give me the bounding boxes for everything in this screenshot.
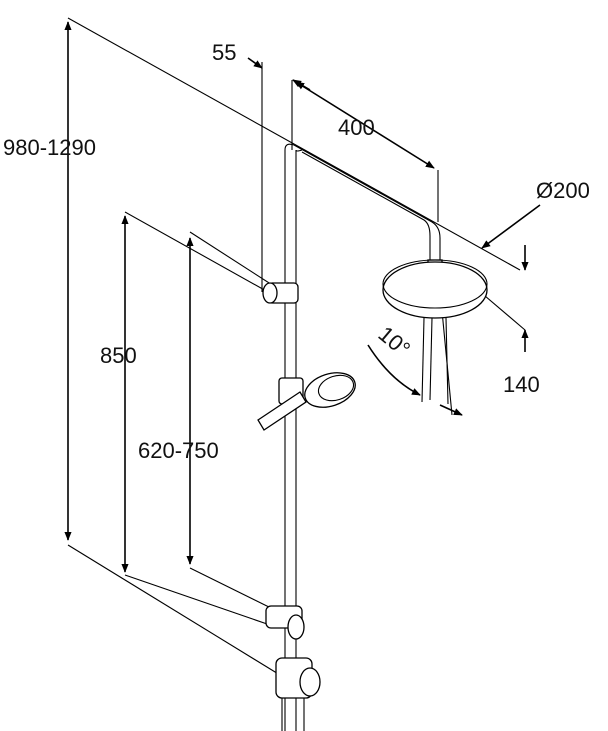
label-head-diameter: Ø200 bbox=[536, 178, 590, 203]
dim-arc-tilt bbox=[367, 344, 421, 396]
dim-line-wall-offset-2 bbox=[292, 79, 311, 91]
label-wall-offset: 55 bbox=[212, 40, 236, 65]
label-rail-height: 850 bbox=[100, 343, 137, 368]
upper-wall-bracket bbox=[262, 282, 299, 304]
hand-shower-head bbox=[304, 372, 356, 408]
label-tilt-angle: 10° bbox=[374, 321, 416, 362]
hand-shower bbox=[257, 372, 356, 431]
overhead-shower-head bbox=[382, 259, 488, 405]
head-disc bbox=[382, 261, 488, 319]
dimension-lines bbox=[64, 21, 541, 573]
label-holder-range: 620-750 bbox=[138, 438, 219, 463]
dim-line-tilt-arrow bbox=[439, 404, 463, 416]
dimension-labels: 980-1290 850 620-750 55 400 Ø200 140 10° bbox=[3, 40, 590, 463]
dim-line-wall-offset bbox=[247, 57, 263, 69]
shower-rail bbox=[284, 143, 303, 731]
dim-line-arm-reach bbox=[295, 81, 435, 169]
label-total-height: 980-1290 bbox=[3, 135, 96, 160]
hand-shower-handle bbox=[257, 391, 307, 431]
overhead-arm bbox=[293, 144, 441, 262]
label-arm-reach: 400 bbox=[338, 115, 375, 140]
mixer-knob bbox=[299, 667, 321, 697]
label-head-drop: 140 bbox=[503, 372, 540, 397]
lower-bracket-and-mixer bbox=[265, 605, 321, 731]
dim-line-diameter bbox=[481, 204, 541, 249]
